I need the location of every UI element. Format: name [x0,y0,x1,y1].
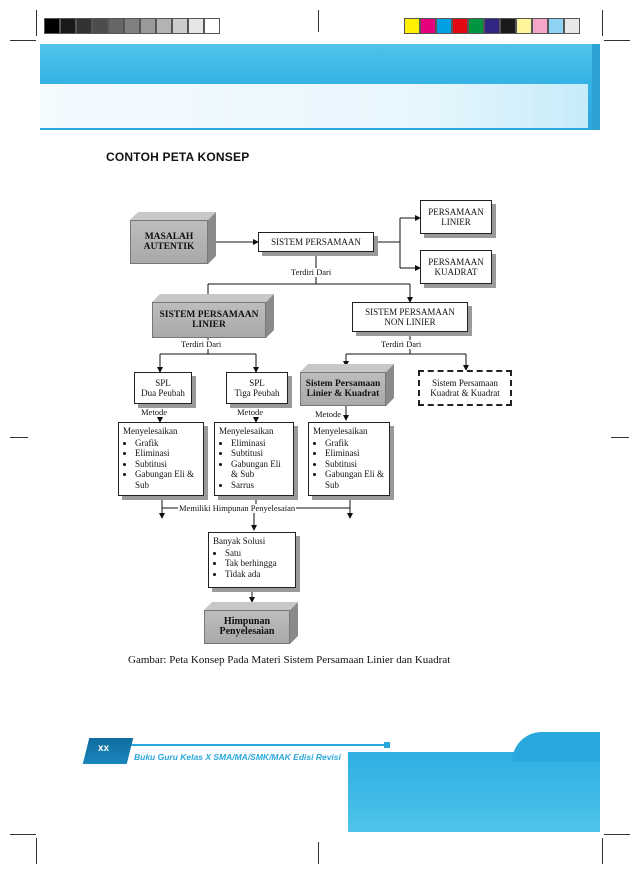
spl-dua-line2: Dua Peubah [141,388,185,398]
masalah-autentik-box: MASALAH AUTENTIK [130,212,216,264]
banyak-solusi-box: Banyak Solusi Satu Tak berhingga Tidak a… [208,532,296,588]
metode-label-1: Metode [140,407,168,417]
spl-tiga-line2: Tiga Peubah [234,388,280,398]
sp-non-linier-box: SISTEM PERSAMAAN NON LINIER [352,302,468,332]
spl-tiga-peubah-box: SPL Tiga Peubah [226,372,288,404]
sp-non-linier-line2: NON LINIER [384,317,436,327]
list-item: Grafik [135,438,199,449]
footer-rule-dot [384,742,390,748]
footer-curve [512,732,600,762]
list-item: Tidak ada [225,569,291,580]
list-item: Subtitusi [135,459,199,470]
masalah-line1: MASALAH [144,232,194,242]
sp-linier-kuadrat-box: Sistem Persamaan Linier & Kuadrat [300,364,394,406]
spl-line2: LINIER [192,320,226,330]
persamaan-kuadrat-line2: KUADRAT [434,267,478,277]
persamaan-linier-line2: LINIER [441,217,471,227]
sp-kuadrat-kuadrat-box: Sistem Persamaan Kuadrat & Kuadrat [418,370,512,406]
list-item: Eliminasi [231,438,289,449]
menyelesaikan-label-2: Menyelesaikan [219,426,274,436]
sp-linier-kuadrat-line1: Sistem Persamaan [305,379,381,389]
persamaan-linier-line1: PERSAMAAN [428,207,484,217]
spl-tiga-line1: SPL [249,378,265,388]
spl-dua-peubah-box: SPL Dua Peubah [134,372,192,404]
sp-non-linier-line1: SISTEM PERSAMAAN [365,307,455,317]
menyelesaikan-label-1: Menyelesaikan [123,426,178,436]
list-item: Gabungan Eli & Sub [231,459,289,480]
book-title: Buku Guru Kelas X SMA/MA/SMK/MAK Edisi R… [134,752,341,762]
banyak-solusi-label: Banyak Solusi [213,536,266,546]
sp-kuadrat-kuadrat-line1: Sistem Persamaan [432,378,498,388]
list-item: Sarrus [231,480,289,491]
metode-label-2: Metode [236,407,264,417]
spl-line1: SISTEM PERSAMAAN [159,310,259,320]
header-band-highlight [40,84,588,128]
figure-caption: Gambar: Peta Konsep Pada Materi Sistem P… [128,654,451,666]
himpunan-box: Himpunan Penyelesaian [204,602,298,644]
persamaan-kuadrat-box: PERSAMAAN KUADRAT [420,250,492,284]
list-item: Subtitusi [231,448,289,459]
masalah-line2: AUTENTIK [143,242,195,252]
sp-linier-kuadrat-line2: Linier & Kuadrat [306,389,380,399]
sistem-persamaan-box: SISTEM PERSAMAAN [258,232,374,252]
metode-list-2: Menyelesaikan Eliminasi Subtitusi Gabung… [214,422,294,496]
spl-box: SISTEM PERSAMAAN LINIER [152,294,274,338]
terdiri-dari-label-2: Terdiri Dari [180,339,223,349]
footer-rule [112,744,388,746]
himpunan-line1: Himpunan [223,616,271,627]
terdiri-dari-label-1: Terdiri Dari [290,267,333,277]
list-item: Subtitusi [325,459,385,470]
list-item: Eliminasi [325,448,385,459]
spl-dua-line1: SPL [155,378,171,388]
sistem-persamaan-label: SISTEM PERSAMAAN [271,237,361,247]
metode-list-3: Menyelesaikan Grafik Eliminasi Subtitusi… [308,422,390,496]
list-item: Gabungan Eli & Sub [135,469,199,490]
himpunan-line2: Penyelesaian [219,626,275,637]
metode-list-1: Menyelesaikan Grafik Eliminasi Subtitusi… [118,422,204,496]
page-number: xx [98,743,110,754]
list-item: Tak berhingga [225,558,291,569]
section-title: CONTOH PETA KONSEP [106,150,250,164]
persamaan-linier-box: PERSAMAAN LINIER [420,200,492,234]
menyelesaikan-label-3: Menyelesaikan [313,426,368,436]
persamaan-kuadrat-line1: PERSAMAAN [428,257,484,267]
sp-kuadrat-kuadrat-line2: Kuadrat & Kuadrat [430,388,500,398]
metode-label-3: Metode [314,409,342,419]
terdiri-dari-label-3: Terdiri Dari [380,339,423,349]
footer-band [348,752,600,832]
list-item: Eliminasi [135,448,199,459]
list-item: Grafik [325,438,385,449]
memiliki-label: Memiliki Himpunan Penyelesaian [178,503,297,513]
header-band-edge [592,44,600,130]
list-item: Satu [225,548,291,559]
list-item: Gabungan Eli & Sub [325,469,385,490]
